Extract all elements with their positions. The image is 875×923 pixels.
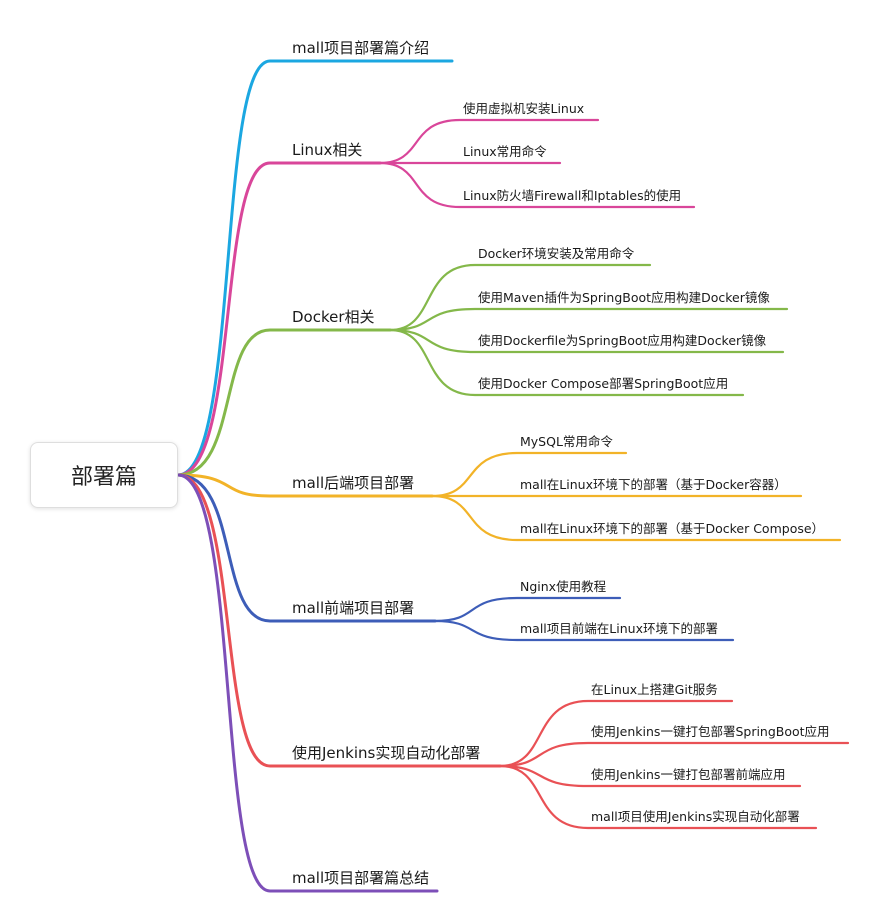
branch-line-frontend xyxy=(176,473,437,623)
child-line-linux-2 xyxy=(378,161,696,209)
child-line-jenkins-2 xyxy=(498,764,802,788)
child-line-backend-2 xyxy=(430,494,842,542)
child-backend-0-label[interactable]: MySQL常用命令 xyxy=(520,433,613,449)
child-docker-3-label[interactable]: 使用Docker Compose部署SpringBoot应用 xyxy=(478,375,729,391)
child-docker-0-label[interactable]: Docker环境安装及常用命令 xyxy=(478,245,635,261)
child-line-docker-1 xyxy=(388,307,789,332)
branch-backend-label[interactable]: mall后端项目部署 xyxy=(292,474,415,492)
branch-summary-label[interactable]: mall项目部署篇总结 xyxy=(292,869,430,887)
child-linux-0-label[interactable]: 使用虚拟机安装Linux xyxy=(463,100,585,116)
branch-line-backend xyxy=(176,473,434,498)
child-docker-2-label[interactable]: 使用Dockerfile为SpringBoot应用构建Docker镜像 xyxy=(478,332,767,348)
child-line-jenkins-3 xyxy=(498,764,818,830)
child-jenkins-2-label[interactable]: 使用Jenkins一键打包部署前端应用 xyxy=(591,766,786,782)
branch-frontend-label[interactable]: mall前端项目部署 xyxy=(292,599,415,617)
child-linux-1-label[interactable]: Linux常用命令 xyxy=(463,143,547,159)
branch-line-intro xyxy=(176,59,454,477)
child-line-jenkins-0 xyxy=(498,699,734,768)
child-frontend-0-label[interactable]: Nginx使用教程 xyxy=(520,578,607,594)
root-node-label: 部署篇 xyxy=(70,465,137,490)
child-frontend-1-label[interactable]: mall项目前端在Linux环境下的部署 xyxy=(520,620,718,636)
child-docker-1-label[interactable]: 使用Maven插件为SpringBoot应用构建Docker镜像 xyxy=(478,289,770,305)
branch-linux-label[interactable]: Linux相关 xyxy=(292,141,363,159)
branch-intro-label[interactable]: mall项目部署篇介绍 xyxy=(292,39,430,57)
child-linux-2-label[interactable]: Linux防火墙Firewall和Iptables的使用 xyxy=(463,187,682,203)
branch-docker-label[interactable]: Docker相关 xyxy=(292,308,375,326)
branch-line-jenkins xyxy=(176,473,502,768)
child-line-frontend-0 xyxy=(433,596,622,623)
root-node[interactable]: 部署篇 xyxy=(30,442,178,508)
child-line-frontend-1 xyxy=(433,619,735,642)
child-line-docker-0 xyxy=(388,263,652,332)
child-line-backend-0 xyxy=(430,451,628,498)
child-line-docker-2 xyxy=(388,328,785,354)
branch-line-linux xyxy=(176,161,382,477)
branch-line-docker xyxy=(176,328,392,477)
child-jenkins-1-label[interactable]: 使用Jenkins一键打包部署SpringBoot应用 xyxy=(591,723,830,739)
branch-jenkins-label[interactable]: 使用Jenkins实现自动化部署 xyxy=(292,744,481,762)
child-backend-2-label[interactable]: mall在Linux环境下的部署（基于Docker Compose） xyxy=(520,520,825,536)
child-line-docker-3 xyxy=(388,328,745,397)
child-line-linux-0 xyxy=(378,118,600,165)
child-line-jenkins-1 xyxy=(498,741,850,768)
child-jenkins-3-label[interactable]: mall项目使用Jenkins实现自动化部署 xyxy=(591,808,800,824)
branch-line-summary xyxy=(176,473,439,893)
child-backend-1-label[interactable]: mall在Linux环境下的部署（基于Docker容器） xyxy=(520,476,787,492)
child-jenkins-0-label[interactable]: 在Linux上搭建Git服务 xyxy=(591,681,718,697)
